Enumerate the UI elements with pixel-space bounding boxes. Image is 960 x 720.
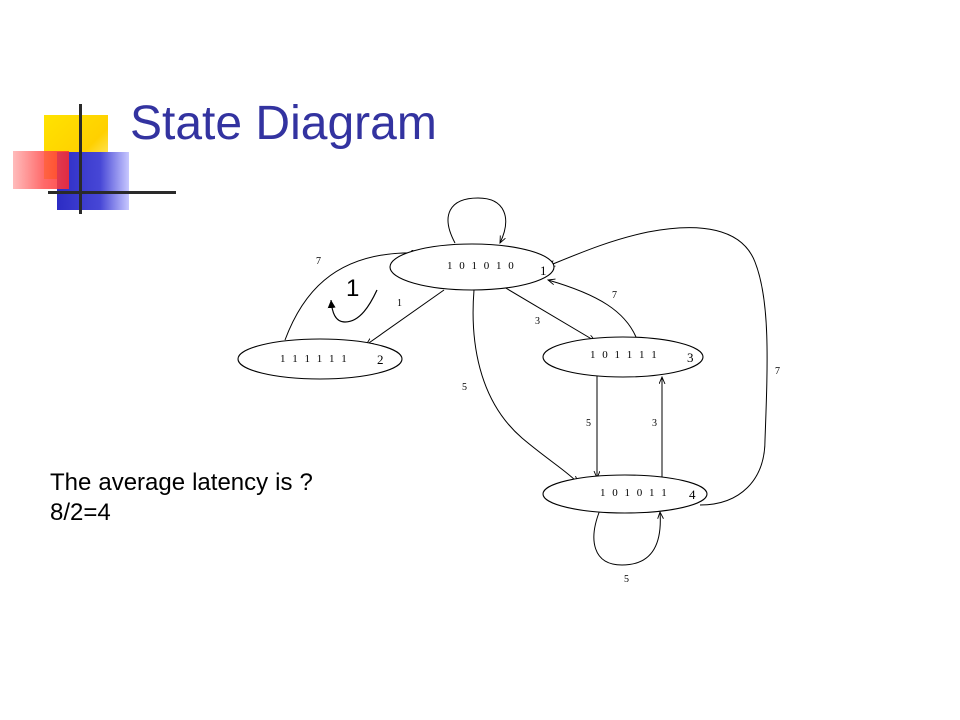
state-1-label: 1 0 1 0 1 0 (447, 260, 516, 272)
state-3-node (542, 336, 704, 378)
edge-2-1-label: 7 (316, 256, 321, 267)
state-3-number: 3 (687, 350, 694, 365)
state-3-label: 1 0 1 1 1 1 (590, 349, 659, 361)
edge-1-4 (472, 289, 578, 483)
body-word: is (275, 469, 293, 496)
edge-3-4-label: 5 (586, 418, 591, 429)
edge-1-2 (366, 289, 445, 345)
body-word: ? (299, 469, 313, 496)
state-2-label: 1 1 1 1 1 1 (280, 353, 349, 365)
state-1-node (389, 243, 555, 291)
deco-horizontal-line (48, 191, 176, 194)
state-2-node (237, 338, 403, 380)
state-1-number: 1 (540, 263, 547, 278)
edge-4-4-label: 5 (624, 574, 629, 585)
body-line-2: 8/2=4 (50, 499, 111, 526)
deco-vertical-line (79, 104, 82, 214)
deco-blue-square (57, 152, 129, 210)
edge-4-1 (548, 227, 768, 506)
body-word: average (98, 469, 186, 496)
edge-3-1-label: 7 (612, 290, 617, 301)
edge-4-3-label: 3 (652, 418, 657, 429)
edge-3-1 (548, 280, 637, 338)
state-4-number: 4 (689, 487, 696, 502)
edge-1-2-label: 1 (397, 298, 402, 309)
edge-2-1 (284, 253, 418, 341)
deco-red-square (13, 151, 69, 189)
edge-4-1-label: 7 (775, 366, 780, 377)
body-word: The (50, 469, 92, 496)
state-2-number: 2 (377, 352, 384, 367)
annotation-one: 1 (346, 275, 359, 302)
edge-1-3 (503, 286, 595, 341)
body-word: latency (192, 469, 269, 496)
edge-1-4-label: 5 (462, 382, 467, 393)
state-4-label: 1 0 1 0 1 1 (600, 487, 669, 499)
annotation-arrow (327, 289, 378, 323)
state-4-node (542, 474, 708, 514)
edge-1-3-label: 3 (535, 316, 540, 327)
page-title: State Diagram (130, 97, 437, 150)
edge-1-1-selfloop (447, 197, 507, 243)
edge-4-4-selfloop (593, 509, 660, 566)
